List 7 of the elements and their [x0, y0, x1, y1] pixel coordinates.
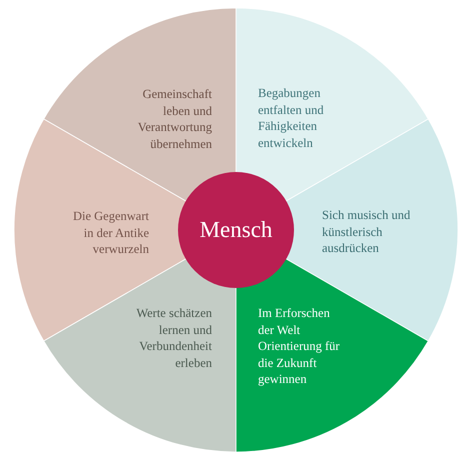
segment-label: Sich musisch und künstlerisch ausdrücken — [322, 207, 412, 256]
segment-label: Gemeinschaft leben und Verantwortung übernehmen — [136, 86, 212, 152]
segment-label: Begabungen entfalten und Fähigkeiten entwickeln — [258, 85, 325, 151]
center-label: Mensch — [200, 216, 272, 244]
segment-label: Werte schätzen lernen und Verbundenheit erleben — [135, 305, 212, 371]
segment-label: Im Erforschen der Welt Orientierung für die Zukunft gewinnen — [258, 305, 340, 388]
segment-label: Die Gegenwart in der Antike verwurzeln — [72, 208, 149, 258]
